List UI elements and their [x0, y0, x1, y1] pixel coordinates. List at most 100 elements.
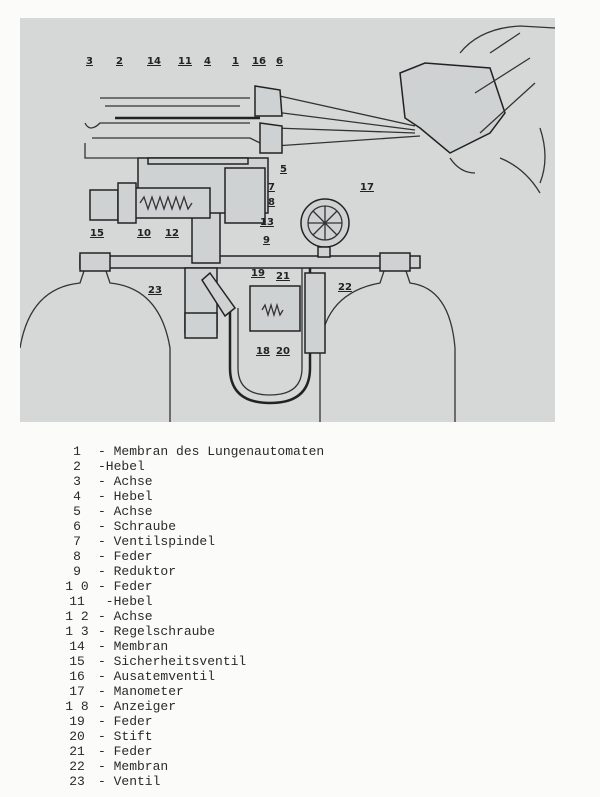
spring-10	[139, 194, 193, 212]
legend-number: 1	[73, 444, 81, 459]
legend-item: 22 - Membran	[56, 759, 324, 774]
legend-item: 9 - Reduktor	[56, 564, 324, 579]
legend-item: 14 - Membran	[56, 639, 324, 654]
legend-item: 20 - Stift	[56, 729, 324, 744]
legend-number: 1 2	[65, 609, 89, 624]
legend-text: - Reduktor	[98, 564, 177, 579]
label-9: 9	[263, 235, 270, 246]
legend-number: 16	[69, 669, 85, 684]
legend-item: 23 - Ventil	[56, 774, 324, 789]
legend-text: - Anzeiger	[98, 699, 177, 714]
label-14: 14	[147, 56, 161, 67]
indicator-housing	[249, 285, 301, 332]
legend-text: -Hebel	[98, 459, 145, 474]
legend-item: 5- Achse	[56, 504, 324, 519]
u-tube	[228, 268, 312, 405]
legend-item: 4- Hebel	[56, 489, 324, 504]
label-12: 12	[165, 228, 179, 239]
label-1: 1	[232, 56, 239, 67]
legend-item: 3 - Achse	[56, 474, 324, 489]
legend-number: 2	[73, 459, 81, 474]
exhalation-valve-16	[254, 85, 283, 117]
legend-item: 6 - Schraube	[56, 519, 324, 534]
legend-number: 6	[73, 519, 81, 534]
legend-text: - Achse	[98, 504, 153, 519]
gas-mask	[399, 62, 506, 154]
legend-item: 16 - Ausatemventil	[56, 669, 324, 684]
legend-text: - Feder	[98, 744, 153, 759]
label-22: 22	[338, 282, 352, 293]
inhalation-hose	[274, 94, 421, 147]
legend-item: 2 -Hebel	[56, 459, 324, 474]
part-labels: 1 2 3 4 5 6 7 8 9 10 11 12 13 14 15 16 1…	[86, 56, 374, 357]
legend-text: - Membran des Lungenautomaten	[98, 444, 325, 459]
legend-number: 15	[69, 654, 85, 669]
legend-number: 1 3	[65, 624, 89, 639]
spring-housing	[134, 187, 211, 219]
legend-text: - Schraube	[98, 519, 177, 534]
label-15: 15	[90, 228, 104, 239]
legend-item: 15 - Sicherheitsventil	[56, 654, 324, 669]
safety-valve-coupling	[117, 182, 137, 224]
legend-number: 22	[69, 759, 85, 774]
legend-item: 7 - Ventilspindel	[56, 534, 324, 549]
legend-item: 11 -Hebel	[56, 594, 324, 609]
legend-number: 17	[69, 684, 85, 699]
lever-linkage	[84, 97, 271, 159]
legend-number: 11	[69, 594, 85, 609]
u-tube-inner	[237, 268, 303, 396]
legend-item: 19- Feder	[56, 714, 324, 729]
legend-text: - Manometer	[98, 684, 184, 699]
legend-text: - Feder	[98, 714, 153, 729]
legend-number: 1 0	[65, 579, 89, 594]
legend-number: 7	[73, 534, 81, 549]
legend-number: 3	[73, 474, 81, 489]
safety-valve-15	[89, 189, 119, 221]
legend-text: - Stift	[98, 729, 153, 744]
legend-number: 4	[73, 489, 81, 504]
legend-item: 1 2 - Achse	[56, 609, 324, 624]
legend-text: - Feder	[98, 579, 153, 594]
label-17: 17	[360, 182, 374, 193]
legend-item: 1 3 - Regelschraube	[56, 624, 324, 639]
legend-text: - Ventil	[98, 774, 161, 789]
valve-23-base	[184, 312, 218, 339]
legend-text: - Membran	[98, 639, 169, 654]
legend-number: 14	[69, 639, 85, 654]
membrane-22-body	[304, 272, 326, 354]
angled-fitting	[201, 271, 237, 318]
legend-text: - Sicherheitsventil	[98, 654, 247, 669]
legend-number: 23	[69, 774, 85, 789]
legend-item: 1 0 - Feder	[56, 579, 324, 594]
label-10: 10	[137, 228, 151, 239]
label-20: 20	[276, 346, 290, 357]
legend-number: 20	[69, 729, 85, 744]
label-11: 11	[178, 56, 192, 67]
legend-text: - Achse	[98, 609, 153, 624]
manometer-stem	[317, 246, 331, 258]
label-13: 13	[260, 217, 274, 228]
legend-number: 8	[73, 549, 81, 564]
label-4: 4	[204, 56, 211, 67]
legend-item: 1 8- Anzeiger	[56, 699, 324, 714]
label-8: 8	[268, 197, 275, 208]
head-outline	[449, 25, 555, 194]
legend-item: 17 - Manometer	[56, 684, 324, 699]
manometer-spokes	[308, 206, 342, 240]
hose-coupling	[259, 122, 283, 154]
legend-text: - Regelschraube	[98, 624, 216, 639]
legend-number: 9	[73, 564, 81, 579]
breathing-apparatus-diagram: 1 2 3 4 5 6 7 8 9 10 11 12 13 14 15 16 1…	[20, 18, 555, 422]
legend-text: - Ausatemventil	[98, 669, 216, 684]
mask-straps	[474, 32, 536, 134]
right-valve-cap	[379, 252, 411, 272]
spring-21	[261, 302, 284, 318]
label-5: 5	[280, 164, 287, 175]
left-valve-cap	[79, 252, 111, 272]
legend-text: - Membran	[98, 759, 169, 774]
legend-text: - Ventilspindel	[98, 534, 216, 549]
parts-legend: 1 - Membran des Lungenautomaten 2 -Hebel 3 - …	[56, 444, 324, 789]
legend-text: - Achse	[98, 474, 153, 489]
legend-item: 1 - Membran des Lungenautomaten	[56, 444, 324, 459]
label-21: 21	[276, 271, 290, 282]
